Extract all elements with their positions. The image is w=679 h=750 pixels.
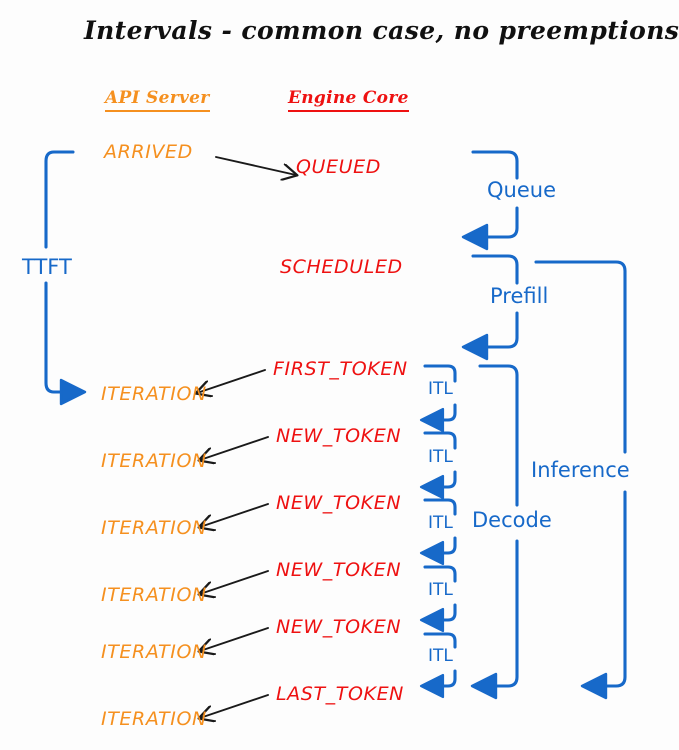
column-header-engine-core: Engine Core [288, 88, 409, 112]
ttft-bracket [44, 150, 75, 394]
state-iteration-6: ITERATION [101, 708, 207, 730]
itl-arrowhead-5 [419, 673, 445, 699]
state-new-token-3: NEW_TOKEN [276, 559, 402, 581]
state-iteration-2: ITERATION [101, 450, 207, 472]
interval-label-ttft: TTFT [22, 255, 72, 279]
interval-label-queue: Queue [487, 178, 556, 202]
state-last-token: LAST_TOKEN [276, 683, 404, 705]
interval-label-inference: Inference [531, 458, 630, 482]
state-new-token-2: NEW_TOKEN [276, 492, 402, 514]
decode-arrowhead [470, 672, 498, 700]
state-arrived: ARRIVED [104, 141, 193, 163]
ttft-arrowhead [59, 378, 87, 406]
interval-label-decode: Decode [472, 508, 552, 532]
state-scheduled: SCHEDULED [280, 256, 403, 278]
state-new-token-1: NEW_TOKEN [276, 425, 402, 447]
decode-bracket [478, 364, 519, 688]
state-iteration-3: ITERATION [101, 517, 207, 539]
column-header-api-server: API Server [105, 88, 210, 112]
interval-label-prefill: Prefill [490, 284, 549, 308]
interval-label-itl-4: ITL [428, 580, 453, 600]
state-iteration-1: ITERATION [101, 383, 207, 405]
prefill-arrowhead [461, 333, 489, 361]
interval-label-itl-2: ITL [428, 447, 453, 467]
column-header-api-server-label: API Server [105, 88, 210, 112]
interval-label-itl-1: ITL [428, 379, 453, 399]
prefill-bracket [471, 254, 519, 349]
interval-label-itl-5: ITL [428, 646, 453, 666]
inference-arrowhead [580, 672, 608, 700]
state-new-token-4: NEW_TOKEN [276, 616, 402, 638]
queue-arrowhead [461, 223, 489, 251]
itl-arrowhead-4 [419, 607, 445, 633]
state-iteration-4: ITERATION [101, 584, 207, 606]
column-header-engine-core-label: Engine Core [288, 88, 409, 112]
state-iteration-5: ITERATION [101, 641, 207, 663]
itl-arrowhead-3 [419, 540, 445, 566]
blue-interval-brackets [44, 150, 627, 700]
queue-bracket [471, 150, 519, 239]
inference-bracket [534, 260, 627, 688]
interval-label-itl-3: ITL [428, 513, 453, 533]
state-queued: QUEUED [296, 156, 382, 178]
itl-arrowhead-1 [419, 407, 445, 433]
itl-arrowhead-2 [419, 474, 445, 500]
page-title: Intervals - common case, no preemptions [84, 16, 679, 45]
black-transition-arrows [197, 156, 296, 718]
itl-brackets [419, 364, 457, 699]
state-first-token: FIRST_TOKEN [273, 358, 408, 380]
